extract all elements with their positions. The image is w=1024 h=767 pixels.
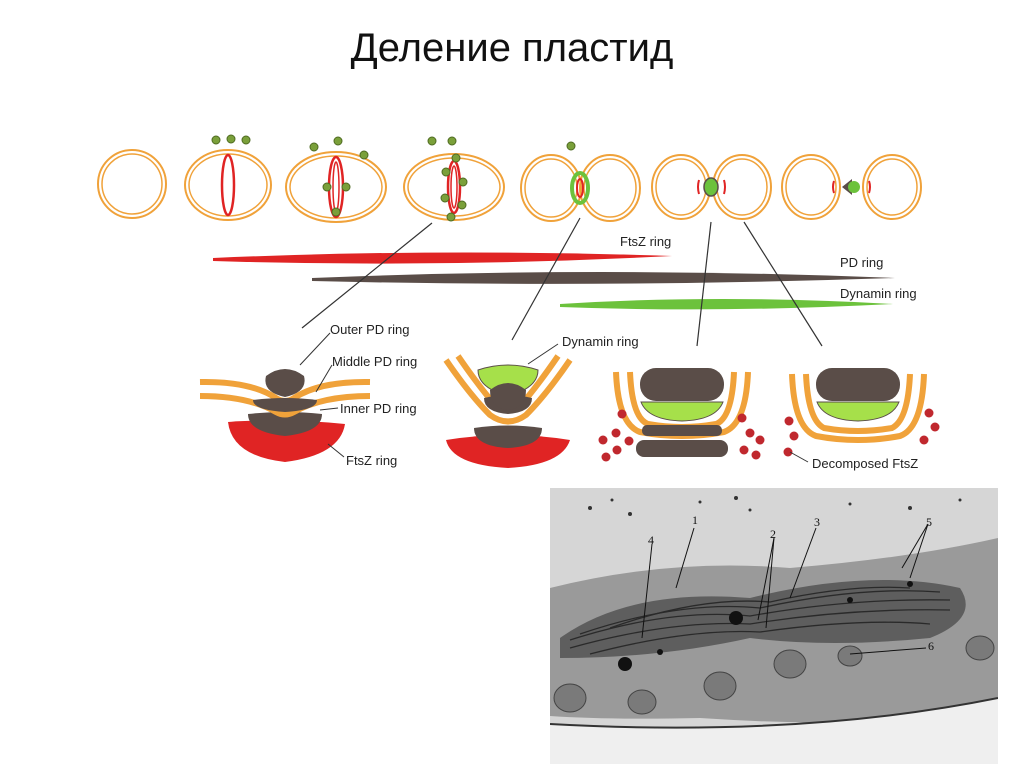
pd-ring-bar xyxy=(312,272,895,284)
micrograph-label-3: 3 xyxy=(814,515,820,529)
micrograph-label-1: 1 xyxy=(692,513,698,527)
micrograph-label-4: 4 xyxy=(648,533,654,547)
micrograph-label-2: 2 xyxy=(770,527,776,541)
stage-4-plastid xyxy=(404,137,504,221)
electron-micrograph: 1 2 3 4 5 6 xyxy=(550,488,998,764)
detail-3-constriction xyxy=(599,368,765,462)
stage-3-plastid xyxy=(286,137,386,222)
micrograph-numbers: 1 2 3 4 5 6 xyxy=(550,488,998,764)
stage-2-plastid xyxy=(185,135,271,220)
pd-ring-label: PD ring xyxy=(840,255,883,270)
micrograph-label-6: 6 xyxy=(928,639,934,653)
stage-5-plastid xyxy=(521,142,640,221)
detail-2-dynamin-stage xyxy=(446,356,570,468)
dynamin-ring-detail-label: Dynamin ring xyxy=(562,334,639,349)
stage-7-plastid xyxy=(782,155,921,219)
stage-6-plastid xyxy=(652,155,771,219)
inner-pd-ring-label: Inner PD ring xyxy=(340,401,417,416)
outer-pd-ring-label: Outer PD ring xyxy=(330,322,409,337)
ftsz-ring-detail-label: FtsZ ring xyxy=(346,453,397,468)
ftsz-ring-label: FtsZ ring xyxy=(620,234,671,249)
micrograph-label-5: 5 xyxy=(926,515,932,529)
middle-pd-ring-label: Middle PD ring xyxy=(332,354,417,369)
decomposed-ftsz-label: Decomposed FtsZ xyxy=(812,456,918,471)
stage-1-plastid xyxy=(98,150,166,218)
division-stages xyxy=(98,135,921,222)
detail-4-late-constriction xyxy=(784,368,940,457)
ftsz-ring-bar xyxy=(213,252,672,263)
dynamin-ring-label: Dynamin ring xyxy=(840,286,917,301)
